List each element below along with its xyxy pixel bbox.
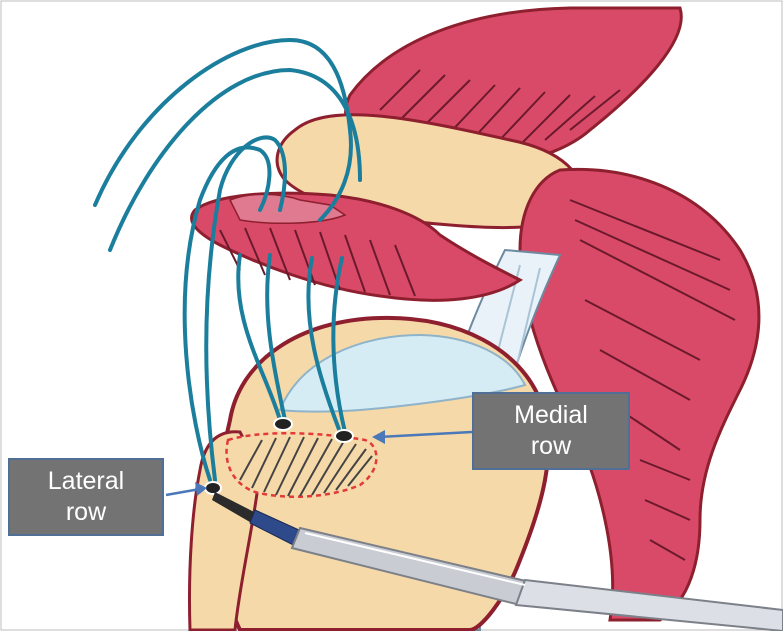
medial-row-label-line2: row [474, 431, 628, 462]
medial-row-label: Medial row [472, 392, 630, 470]
footprint [227, 433, 377, 497]
medial-row-label-line1: Medial [474, 400, 628, 431]
lateral-row-label-line2: row [10, 497, 162, 528]
suture-anchor-medial-right-icon [335, 430, 353, 442]
lateral-row-label: Lateral row [8, 458, 164, 536]
suture-anchor-medial-left-icon [274, 418, 292, 430]
suture-anchor-lateral-icon [205, 482, 221, 494]
lateral-row-label-line1: Lateral [10, 466, 162, 497]
